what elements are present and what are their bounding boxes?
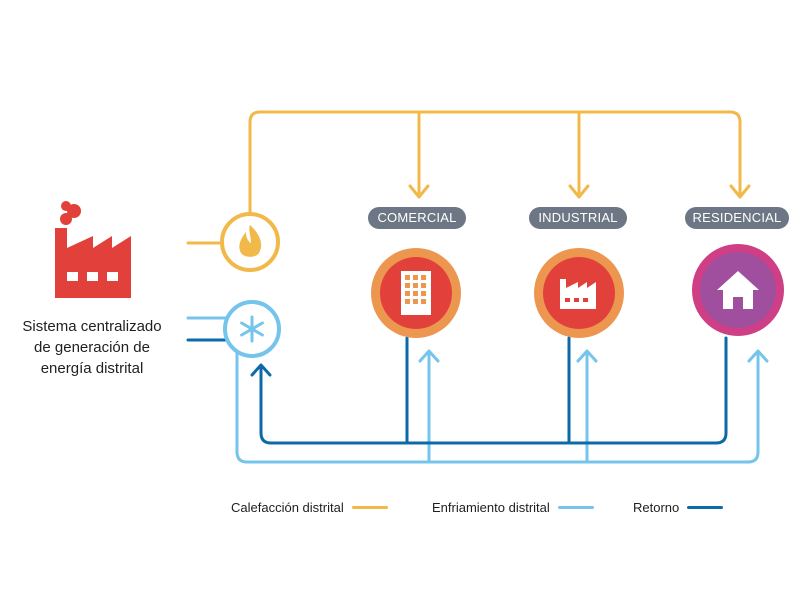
heating-network bbox=[186, 110, 751, 245]
factory-icon bbox=[55, 201, 131, 298]
plant-caption: Sistema centralizado de generación de en… bbox=[0, 316, 184, 379]
legend-return: Retorno bbox=[633, 498, 724, 518]
heating-arrow-residential bbox=[729, 184, 751, 199]
plant-caption-line: de generación de bbox=[34, 339, 150, 356]
legend-return-label: Retorno bbox=[633, 500, 680, 515]
node-residential bbox=[692, 244, 784, 336]
return-loop-line bbox=[259, 336, 728, 445]
legend-return-swatch bbox=[687, 506, 724, 510]
heating-arrow-commercial bbox=[408, 184, 430, 199]
return-arrow-plant bbox=[250, 363, 272, 377]
office-building-icon bbox=[401, 271, 431, 315]
label-industrial: INDUSTRIAL bbox=[529, 207, 627, 229]
legend-heating: Calefacción distrital bbox=[231, 498, 388, 518]
node-commercial bbox=[371, 248, 461, 338]
return-network bbox=[186, 336, 728, 445]
house-icon bbox=[717, 271, 759, 309]
heating-source bbox=[220, 212, 280, 272]
label-commercial: COMERCIAL bbox=[368, 207, 466, 229]
cooling-arrow-industrial bbox=[576, 349, 598, 363]
legend-heating-swatch bbox=[351, 506, 388, 510]
plant-caption-line: Sistema centralizado bbox=[22, 318, 162, 335]
plant-caption-line: energía distrital bbox=[40, 360, 144, 377]
cooling-source bbox=[223, 300, 281, 358]
cooling-arrow-residential bbox=[747, 349, 769, 363]
legend-heating-label: Calefacción distrital bbox=[231, 500, 344, 515]
heating-trunk-line bbox=[248, 110, 742, 216]
cooling-arrow-commercial bbox=[418, 349, 440, 363]
cooling-loop-line bbox=[235, 346, 760, 464]
legend-cooling-swatch bbox=[557, 506, 594, 510]
legend-cooling-label: Enfriamiento distrital bbox=[432, 500, 550, 515]
flame-icon bbox=[239, 225, 262, 257]
snowflake-icon bbox=[240, 315, 264, 343]
factory-icon bbox=[560, 279, 596, 309]
legend-cooling: Enfriamiento distrital bbox=[432, 498, 594, 518]
node-industrial bbox=[534, 248, 624, 338]
label-residential: RESIDENCIAL bbox=[685, 207, 789, 229]
heating-arrow-industrial bbox=[568, 184, 590, 199]
